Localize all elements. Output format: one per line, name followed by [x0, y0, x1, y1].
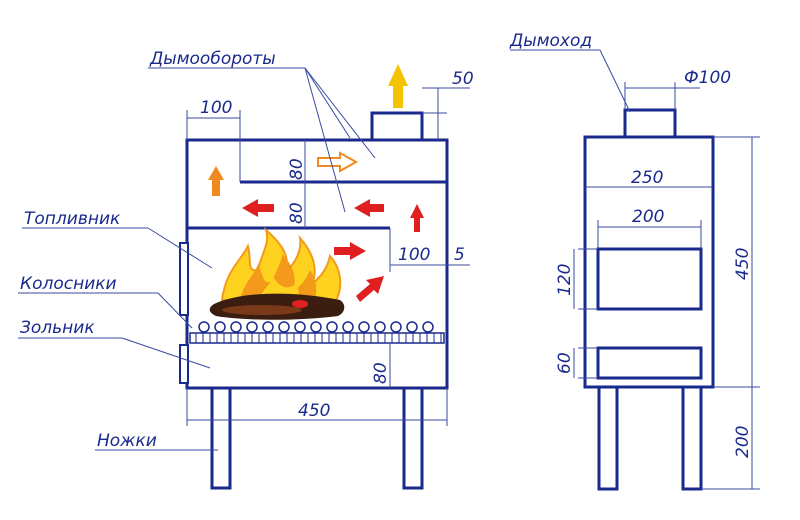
dim-flue-offset: 100: [200, 98, 232, 118]
dim-baffle-gap-upper: 80: [287, 158, 307, 180]
arrow-up-chimney: [388, 64, 408, 108]
dim-front-top-width: 250: [631, 168, 663, 188]
front-chimney: [623, 108, 677, 139]
arrow-right-mid: [334, 242, 366, 260]
label-grates: Колосники: [20, 274, 117, 294]
label-smoke-turns: Дымообороты: [149, 49, 276, 69]
side-leader-lines: [18, 67, 376, 451]
dim-ash-pit-height: 80: [371, 362, 391, 384]
dim-body-height: 450: [733, 248, 753, 280]
arrow-up-left: [208, 166, 224, 196]
grate: [189, 332, 445, 344]
label-legs: Ножки: [97, 431, 157, 451]
dim-baffle-gap-lower: 80: [287, 202, 307, 224]
front-firebox-door: [596, 247, 703, 311]
dim-chimney-height: 50: [452, 69, 474, 89]
dim-ash-door-height: 60: [555, 352, 575, 374]
arrow-up-right: [410, 204, 424, 232]
dim-baffle-to-wall: 100: [398, 245, 430, 265]
side-view: Дымообороты Топливник Колосники Зольник …: [18, 49, 474, 490]
front-view: Дымоход Ф100 250 200 120 60 450 200: [509, 31, 760, 491]
dim-door-width: 200: [632, 207, 664, 227]
dim-baffle-thickness: 5: [454, 245, 465, 265]
fire-illustration: [209, 227, 345, 320]
dim-legs-height: 200: [733, 426, 753, 458]
dim-body-width: 450: [298, 401, 330, 421]
front-ash-door: [596, 346, 703, 380]
front-leg-right: [681, 385, 703, 491]
label-firebox: Топливник: [24, 209, 121, 229]
label-ash-pit: Зольник: [20, 318, 95, 338]
dim-chimney-diameter: Ф100: [684, 68, 731, 88]
firebox-door: [179, 242, 189, 316]
side-dimension-lines: [186, 87, 470, 426]
front-leg-left: [597, 385, 619, 491]
arrow-diagonal: [356, 276, 384, 302]
dim-door-height: 120: [555, 264, 575, 296]
label-chimney: Дымоход: [509, 31, 592, 51]
leg-left: [210, 386, 232, 490]
chimney-leader-d: [599, 49, 631, 113]
arrow-left-1: [242, 199, 274, 217]
grate-bars: [198, 321, 434, 333]
flow-arrows: [208, 64, 424, 302]
arrow-right-outline: [317, 151, 359, 173]
ash-pit-door: [179, 344, 189, 384]
arrow-left-2: [354, 199, 384, 217]
leg-right: [402, 386, 424, 490]
grate-hatching: [195, 333, 442, 343]
front-dimension-lines: [573, 82, 760, 490]
chimney-pipe: [370, 111, 424, 142]
